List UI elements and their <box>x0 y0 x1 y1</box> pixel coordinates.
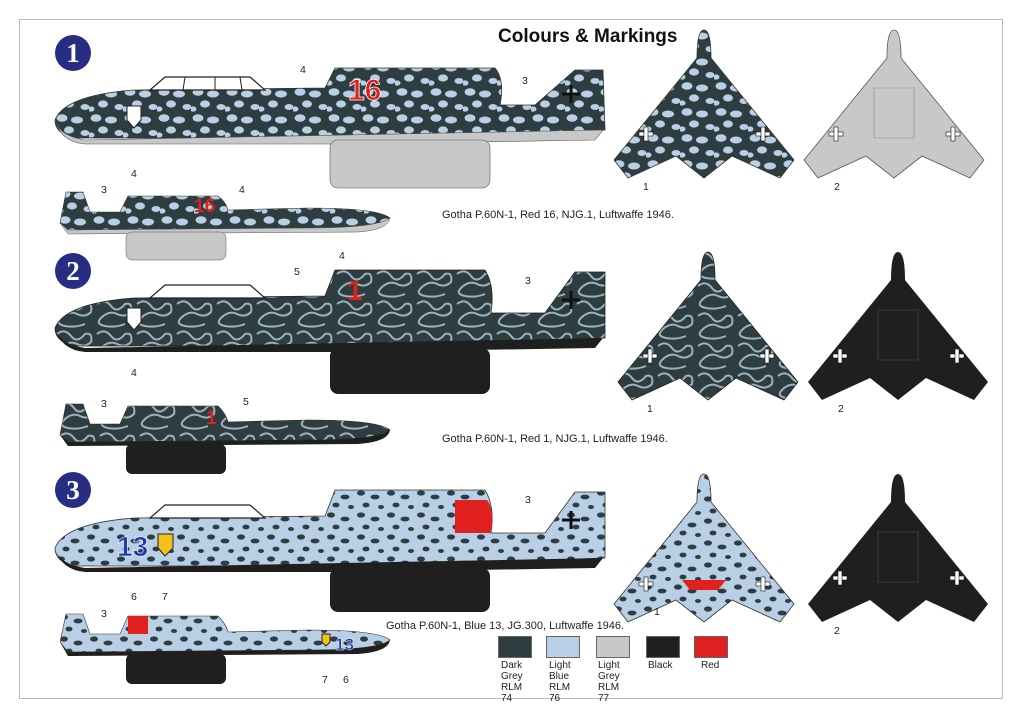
legend-swatch-black <box>646 636 680 658</box>
unit-emblem-icon <box>321 633 331 647</box>
scheme-2-underside-view <box>808 252 988 400</box>
unit-emblem-icon <box>157 533 174 557</box>
callout-5: 5 <box>243 396 249 408</box>
callout-2: 2 <box>834 181 840 193</box>
scheme-2-badge: 2 <box>55 253 91 289</box>
callout-1: 1 <box>647 403 653 415</box>
callout-6: 6 <box>131 591 137 603</box>
scheme-3-side-view-small: 13 <box>59 613 391 684</box>
scheme-1-side-view-small: 16 <box>59 191 391 261</box>
scheme-2-caption: Gotha P.60N-1, Red 1, NJG.1, Luftwaffe 1… <box>442 433 668 445</box>
callout-6: 6 <box>343 674 349 686</box>
callout-2: 2 <box>834 625 840 637</box>
callout-4: 4 <box>131 168 137 180</box>
legend-swatch-light-grey <box>596 636 630 658</box>
unit-emblem-icon <box>126 307 142 331</box>
callout-1: 1 <box>643 181 649 193</box>
callout-4: 4 <box>300 64 306 76</box>
unit-emblem-icon <box>126 105 142 129</box>
scheme-2-code-small: 1 <box>206 408 217 429</box>
legend-label-black: Black <box>648 660 673 671</box>
sheet-frame <box>19 19 1003 699</box>
scheme-3-top-view <box>613 473 795 623</box>
callout-3: 3 <box>101 608 107 620</box>
callout-3: 3 <box>522 75 528 87</box>
swastika-icon <box>562 85 580 103</box>
callout-3: 3 <box>101 398 107 410</box>
scheme-1-code-large: 16 <box>348 74 381 107</box>
legend-label-light-grey: Light Grey RLM 77 <box>598 660 620 704</box>
sheet-title: Colours & Markings <box>498 26 678 47</box>
callout-4: 4 <box>239 184 245 196</box>
scheme-2-top-view <box>617 251 799 401</box>
callout-3: 3 <box>525 494 531 506</box>
callout-4: 4 <box>339 250 345 262</box>
scheme-2-side-view-small: 1 <box>59 403 391 474</box>
swastika-icon <box>562 291 580 309</box>
scheme-1-badge: 1 <box>55 35 91 71</box>
legend-swatch-dark-grey <box>498 636 532 658</box>
legend-label-dark-grey: Dark Grey RLM 74 <box>501 660 523 704</box>
callout-3: 3 <box>101 184 107 196</box>
scheme-3-badge: 3 <box>55 472 91 508</box>
scheme-1-code-small: 16 <box>194 196 215 217</box>
callout-5: 5 <box>294 266 300 278</box>
scheme-1-side-view-large: 16 <box>54 67 606 189</box>
callout-7: 7 <box>322 674 328 686</box>
scheme-1-top-view <box>613 29 795 179</box>
legend-label-red: Red <box>701 660 720 671</box>
scheme-1-caption: Gotha P.60N-1, Red 16, NJG.1, Luftwaffe … <box>442 209 674 221</box>
swastika-icon <box>562 511 580 529</box>
scheme-2-side-view-large: 1 <box>54 269 606 394</box>
scheme-3-underside-view <box>808 474 988 622</box>
scheme-3-code-small: 13 <box>335 635 354 654</box>
callout-7: 7 <box>162 591 168 603</box>
scheme-2-code-large: 1 <box>347 275 363 306</box>
callout-3: 3 <box>525 275 531 287</box>
callout-2: 2 <box>838 403 844 415</box>
scheme-3-caption: Gotha P.60N-1, Blue 13, JG.300, Luftwaff… <box>386 620 625 632</box>
legend-swatch-light-blue <box>546 636 580 658</box>
scheme-1-underside-view <box>803 29 985 179</box>
callout-1: 1 <box>654 606 660 618</box>
scheme-3-code-large: 13 <box>117 531 148 562</box>
legend-swatch-red <box>694 636 728 658</box>
legend-label-light-blue: Light Blue RLM 76 <box>549 660 571 704</box>
scheme-3-side-view-large: 13 <box>54 489 606 612</box>
callout-4: 4 <box>131 367 137 379</box>
